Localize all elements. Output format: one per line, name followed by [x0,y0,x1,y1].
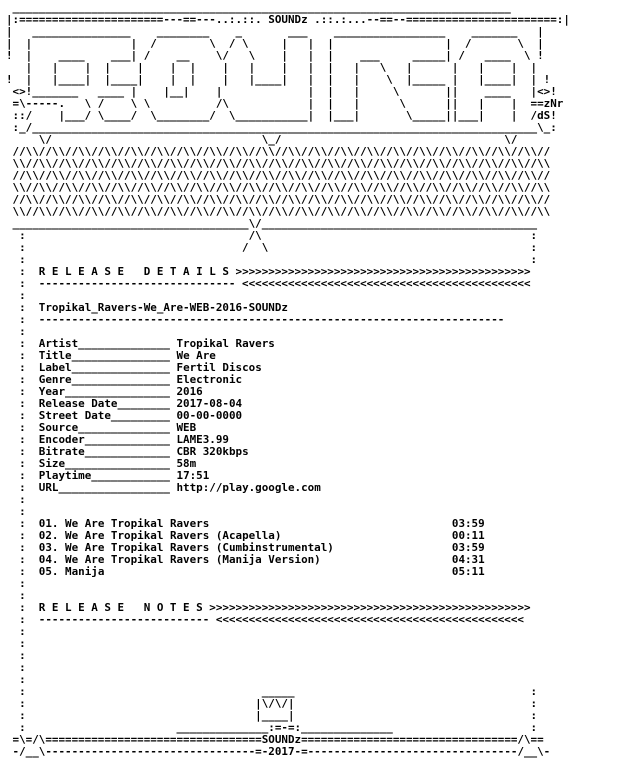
track-row: : 02. We Are Tropikal Ravers (Acapella) … [6,529,485,542]
detail-label: Year [38,385,66,398]
track-duration: 04:31 [451,553,485,566]
release-name: : Tropikal_Ravers-We_Are-WEB-2016-SOUNDz [6,301,288,314]
detail-value: Tropikal Ravers [176,337,275,350]
detail-row: : Genre_______________ Electronic [6,373,243,386]
detail-label: Size [38,457,66,470]
track-duration: 05:11 [451,565,485,578]
detail-label: Genre [38,373,72,386]
detail-value: 2017-08-04 [176,397,243,410]
detail-row: : Year________________ 2016 [6,385,203,398]
detail-value: 17:51 [176,469,210,482]
detail-row: : Playtime____________ 17:51 [6,469,210,482]
track-number: 03. [38,541,59,554]
url-value[interactable]: http://play.google.com [176,481,321,494]
track-title: We Are Tropikal Ravers [65,517,210,530]
soundz-ascii-logo: ________________________________________… [6,1,570,266]
track-duration: 00:11 [451,529,485,542]
detail-value: 58m [176,457,197,470]
detail-label: Release Date [38,397,118,410]
track-row: : 01. We Are Tropikal Ravers 03:59 [6,517,485,530]
detail-label: Playtime [38,469,92,482]
detail-value: We Are [176,349,216,362]
footer-art: : _____ : : |\/\/| : : [12,685,551,758]
detail-row: : Size________________ 58m [6,457,197,470]
track-number: 01. [38,517,59,530]
detail-row: : Source______________ WEB [6,421,197,434]
detail-label: Bitrate [38,445,85,458]
track-row: : 03. We Are Tropikal Ravers (Cumbinstru… [6,541,485,554]
detail-row: : Release Date________ 2017-08-04 [6,397,243,410]
detail-row: : URL_________________ http://play.googl… [6,481,321,494]
detail-row: : Title_______________ We Are [6,349,216,362]
detail-label: Label [38,361,72,374]
track-duration: 03:59 [451,517,485,530]
track-number: 02. [38,529,59,542]
detail-label: Title [38,349,72,362]
detail-label: Encoder [38,433,85,446]
release-details-list: : Artist______________ Tropikal Ravers :… [6,338,570,494]
detail-value: Fertil Discos [176,361,262,374]
track-row: : 04. We Are Tropikal Ravers (Manija Ver… [6,553,485,566]
track-title: We Are Tropikal Ravers (Manija Version) [65,553,321,566]
nfo-document: ________________________________________… [6,1,570,758]
detail-value: WEB [176,421,197,434]
detail-row: : Encoder_____________ LAME3.99 [6,433,229,446]
detail-row: : Street Date_________ 00-00-0000 [6,409,243,422]
track-number: 05. [38,565,59,578]
detail-label: URL [38,481,59,494]
track-title: We Are Tropikal Ravers (Acapella) [65,529,282,542]
details-heading: : R E L E A S E D E T A I L S >>>>>>>>>>… [6,265,531,278]
detail-value: LAME3.99 [176,433,229,446]
detail-value: 00-00-0000 [176,409,243,422]
detail-row: : Artist______________ Tropikal Ravers [6,337,275,350]
detail-row: : Bitrate_____________ CBR 320kbps [6,445,249,458]
track-title: Manija [65,565,105,578]
detail-label: Source [38,421,79,434]
detail-label: Artist [38,337,79,350]
detail-row: : Label_______________ Fertil Discos [6,361,262,374]
tracklist: : 01. We Are Tropikal Ravers 03:59 : 02.… [6,518,570,578]
track-title: We Are Tropikal Ravers (Cumbinstrumental… [65,541,334,554]
track-number: 04. [38,553,59,566]
notes-heading: : R E L E A S E N O T E S >>>>>>>>>>>>>>… [6,601,531,614]
detail-label: Street Date [38,409,111,422]
track-duration: 03:59 [451,541,485,554]
track-row: : 05. Manija 05:11 [6,565,485,578]
detail-value: CBR 320kbps [176,445,249,458]
detail-value: 2016 [176,385,203,398]
detail-value: Electronic [176,373,243,386]
